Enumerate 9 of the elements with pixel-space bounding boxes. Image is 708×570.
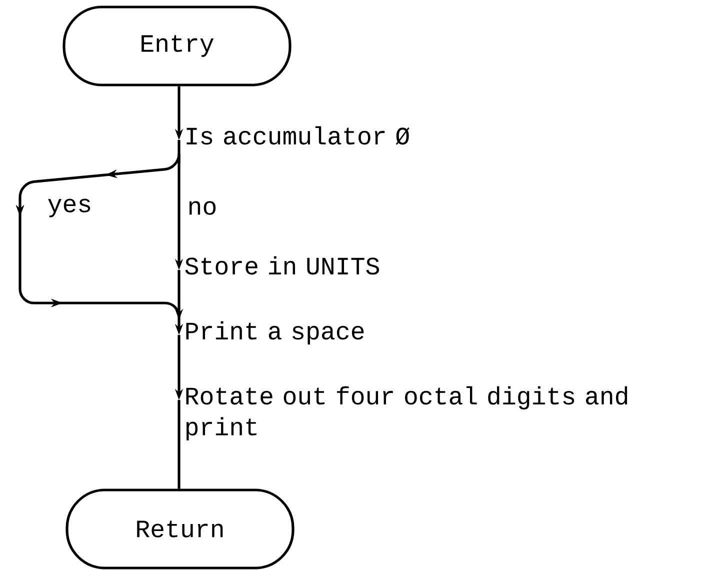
- terminal-box: Entry: [62, 6, 292, 86]
- terminal-box: Return: [66, 488, 294, 570]
- edge-label: no: [189, 201, 216, 215]
- step-text: Store in UNITS: [185, 256, 379, 275]
- step-text: Is accumulator Ø: [186, 126, 410, 145]
- edge-label: yes: [48, 198, 90, 218]
- step-text: Print a space: [186, 321, 364, 345]
- step-text: Rotate out four octal digits and print: [186, 386, 628, 440]
- flow-line: [178, 400, 180, 489]
